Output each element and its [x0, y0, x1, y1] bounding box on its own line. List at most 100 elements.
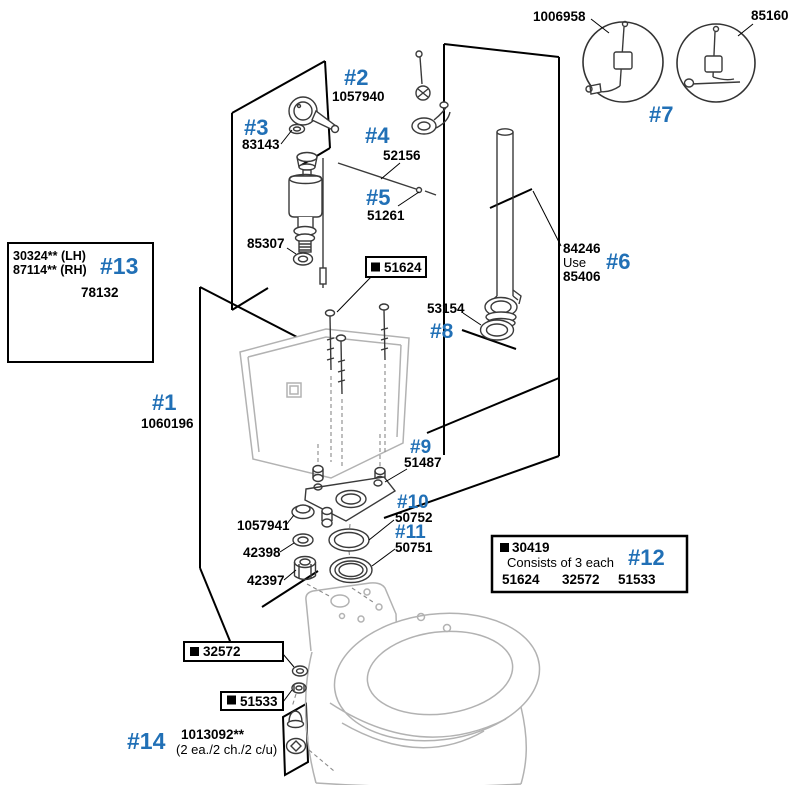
use-note: Use — [563, 255, 586, 270]
right-panel-top-edge — [443, 43, 560, 58]
nut-42397-bottom — [294, 575, 316, 581]
flush-handle-part — [288, 96, 340, 135]
tank-to-bowl-kit — [304, 464, 397, 528]
valve-clip — [512, 289, 522, 305]
tank-screws — [324, 303, 390, 395]
callout-ref-3: #3 — [244, 115, 268, 140]
arm-eye — [585, 85, 593, 93]
quantity-note: (2 ea./2 ch./2 c/u) — [176, 742, 277, 757]
part-number-51487: 51487 — [404, 455, 442, 470]
callout-ref-6: #6 — [606, 249, 630, 274]
part-number-1057940: 1057940 — [332, 89, 385, 104]
flapper-float-hatch — [417, 88, 429, 98]
box-12 — [490, 534, 689, 594]
screw — [324, 309, 336, 371]
box-32572 — [183, 641, 284, 662]
leader-42397 — [283, 569, 297, 581]
bolt-head — [374, 466, 386, 476]
bolt-head — [312, 464, 324, 474]
leader-51487 — [384, 468, 408, 483]
part-number-83143: 83143 — [242, 137, 280, 152]
kit-item-51533: 51533 — [618, 572, 656, 587]
part-number-51261: 51261 — [367, 208, 405, 223]
leader-32572-box — [282, 653, 295, 668]
labels: 1006958 85160 #7 #2 1057940 #3 83143 #4 … — [13, 8, 789, 757]
callout-ref-7: #7 — [649, 102, 673, 127]
leader-42398 — [279, 542, 295, 553]
part-number-53154: 53154 — [427, 301, 465, 316]
screw-head — [378, 303, 390, 311]
nut-42397-sides — [293, 562, 317, 578]
callout-ref-8: #8 — [430, 320, 454, 343]
bowl-skirt-arc — [329, 702, 507, 738]
part-number-30324-lh: 30324** (LH) — [13, 249, 86, 263]
ring-50751-mid — [334, 560, 368, 580]
overflow-tube-top — [496, 128, 514, 136]
tank-lock-detail — [286, 382, 302, 398]
callout-ref-5: #5 — [366, 185, 390, 210]
seal-rings — [328, 528, 373, 584]
part-number-85406: 85406 — [563, 269, 601, 284]
callout-ref-4: #4 — [365, 123, 390, 148]
ring-50752-inner — [333, 531, 365, 549]
callout-ref-1: #1 — [152, 390, 176, 415]
leader-50752 — [368, 519, 395, 541]
gasket-inner — [485, 323, 509, 337]
box-13 — [7, 242, 154, 363]
valve-body-top — [288, 173, 323, 185]
handle-face-inner — [293, 101, 313, 121]
callout-ref-13: #13 — [100, 253, 138, 279]
washer-32572-inner — [295, 668, 305, 674]
valve-funnel — [298, 163, 316, 171]
bowl-rim-inner — [366, 630, 514, 716]
arm-ball — [683, 78, 695, 88]
nut-51533-facets — [293, 685, 305, 691]
part-number-87114-rh: 87114** (RH) — [13, 263, 87, 277]
tank-panel-corner-stub — [199, 567, 233, 647]
washer-inner — [297, 255, 309, 263]
seat-hinge-hole — [442, 623, 452, 633]
handle-washer-inner — [292, 126, 302, 132]
nut-51533-inner — [295, 685, 303, 691]
flapper-arm-eye — [439, 101, 449, 109]
cap-disc — [285, 737, 307, 755]
screw-shaft — [340, 340, 343, 395]
label-boxes — [7, 242, 689, 711]
handle-washer — [288, 123, 306, 135]
chain-line — [419, 56, 423, 85]
screw-threads — [326, 337, 335, 361]
flush-valve-part — [484, 128, 522, 329]
callout-ref-9: #9 — [410, 437, 431, 458]
bowl-platform-hole — [330, 594, 350, 608]
screw-head — [335, 334, 347, 342]
fill-valve-part — [288, 151, 327, 288]
lower-slat-edge — [261, 570, 319, 608]
kit-item-32572: 32572 — [562, 572, 600, 587]
tank-lock-detail-inner — [289, 385, 299, 395]
leader-51261 — [397, 191, 420, 207]
nut-51533-part — [291, 682, 307, 694]
seat-hinge-hole — [416, 612, 426, 622]
bolt3-top — [321, 506, 333, 516]
part-number-1006958: 1006958 — [533, 9, 586, 24]
part-number-52156: 52156 — [383, 148, 421, 163]
boxed-part-51624: 51624 — [384, 260, 422, 275]
black-square-marker — [190, 647, 199, 656]
part-number-78132: 78132 — [81, 285, 119, 300]
leader-50751 — [371, 548, 396, 567]
leader-51624-box — [336, 276, 372, 313]
float-assembly-left — [585, 20, 633, 95]
rod-knob — [712, 25, 720, 33]
guide-piece — [424, 190, 437, 196]
part-number-42398: 42398 — [243, 545, 281, 560]
screw-threads — [337, 359, 346, 383]
cap-disc-keyhole — [290, 740, 302, 752]
bowl-hardware — [285, 665, 309, 755]
washer-stack — [291, 504, 317, 581]
box-51624 — [365, 256, 427, 278]
gasket-outer — [479, 319, 515, 341]
leader-1006958 — [590, 18, 610, 34]
tank-inner-walls — [247, 344, 402, 453]
cap-to-bowl-dash — [308, 749, 335, 772]
